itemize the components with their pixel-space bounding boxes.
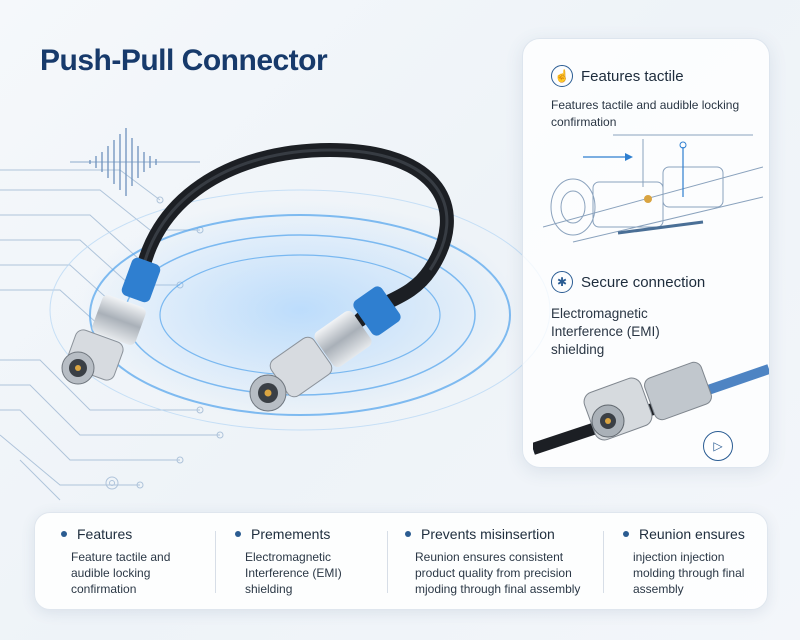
divider (387, 531, 388, 593)
features-panel: ☝ Features tactile Features tactile and … (522, 38, 770, 468)
sound-wave-graphic (70, 128, 200, 196)
connector-left (61, 257, 161, 385)
bullet-icon (623, 531, 629, 537)
play-signal-icon[interactable]: ▷ (703, 431, 733, 461)
connector-diagram-illustration (543, 134, 763, 243)
feature-tactile-heading: ☝ Features tactile (551, 65, 684, 87)
feature-secure-heading: ✱ Secure connection (551, 271, 705, 293)
feature-tactile-desc: Features tactile and audible locking con… (551, 98, 740, 129)
emi-connector-illustration (533, 361, 769, 455)
bullet-icon (235, 531, 241, 537)
bottom-col-features: Features Feature tactile and audible loc… (61, 513, 221, 611)
bottom-feature-bar: Features Feature tactile and audible loc… (34, 512, 768, 610)
feature-secure-desc: Electromagnetic Interference (EMI) shiel… (551, 306, 660, 357)
page-title: Push-Pull Connector (40, 44, 328, 77)
bottom-col-reunion: Reunion ensures injection injection mold… (623, 513, 763, 611)
bottom-col-misinsertion: Prevents misinsertion Reunion ensures co… (405, 513, 595, 611)
bullet-icon (61, 531, 67, 537)
connector-right (249, 286, 401, 412)
hand-touch-icon: ☝ (551, 65, 573, 87)
bottom-col-premements: Premements Electromagnetic Interference … (235, 513, 395, 611)
divider (215, 531, 216, 593)
snowflake-shield-icon: ✱ (551, 271, 573, 293)
bullet-icon (405, 531, 411, 537)
divider (603, 531, 604, 593)
